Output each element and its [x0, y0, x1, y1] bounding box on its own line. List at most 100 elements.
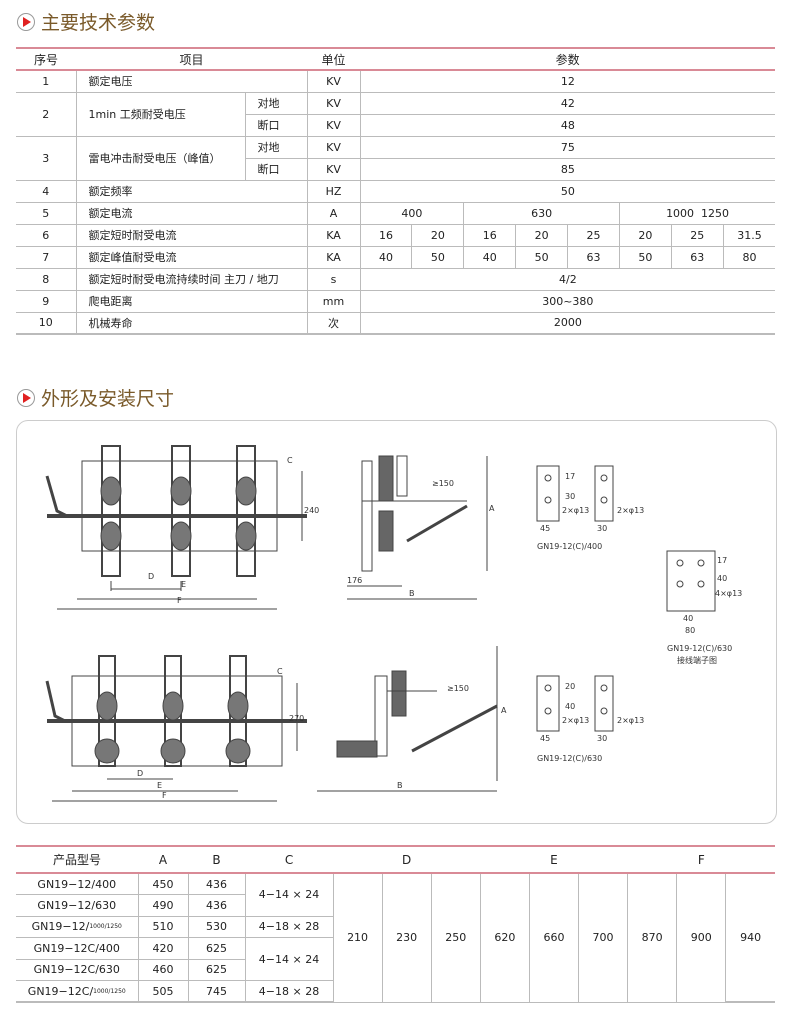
table-cell: 450	[137, 872, 189, 895]
text-label: 30	[597, 734, 607, 743]
table-cell: 20	[411, 223, 465, 247]
table-cell: 50	[515, 245, 569, 269]
col-header: 序号	[16, 47, 76, 71]
text-label: E	[181, 580, 186, 589]
table-cell: 48	[359, 113, 776, 137]
table-cell: 额定电压	[75, 69, 308, 93]
table-cell: 额定电流	[75, 201, 308, 225]
table-cell: 2000	[359, 311, 776, 335]
table-cell: 436	[187, 872, 246, 895]
table-cell: 436	[187, 894, 246, 917]
table-cell: 3	[16, 135, 77, 181]
text-label: ≥150	[432, 479, 454, 488]
table-cell: GN19−12C/1000/1250	[16, 980, 139, 1003]
table-cell: 490	[137, 894, 189, 917]
table-cell: 50	[359, 179, 776, 203]
text-label: 40	[683, 614, 693, 623]
text-label: A	[489, 504, 495, 513]
table-cell: 50	[618, 245, 672, 269]
table-cell: 4/2	[359, 267, 776, 291]
text-label: GN19−12/	[31, 920, 90, 934]
table-cell: 300~380	[359, 289, 776, 313]
text-label: 40	[717, 574, 727, 583]
table-cell: 625	[187, 937, 246, 960]
table-cell: 20	[515, 223, 569, 247]
text-label: 1000/1250	[93, 987, 126, 995]
table-cell: 63	[670, 245, 724, 269]
table-cell: 745	[187, 980, 246, 1003]
table-cell: 1000 1250	[618, 201, 776, 225]
text-label: GN19-12(C)/630	[667, 644, 732, 653]
table-cell: 额定频率	[75, 179, 308, 203]
table-cell: 210	[332, 872, 383, 1003]
table-cell: 510	[137, 915, 189, 938]
section-title-dimensions: 外形及安装尺寸	[17, 384, 174, 411]
table-cell: A	[306, 201, 361, 225]
text-label: 30	[597, 524, 607, 533]
text-label: F	[162, 791, 167, 800]
table-cell: 660	[528, 872, 580, 1003]
text-label: 2×φ13	[562, 506, 589, 515]
text-label: 接线端子图	[677, 655, 717, 665]
text-label: 1000/1250	[89, 923, 122, 931]
table-cell: 产品型号	[16, 845, 139, 874]
table-cell: 20	[618, 223, 672, 247]
table-cell: 630	[463, 201, 620, 225]
table-cell: A	[138, 845, 189, 874]
table-cell: 16	[463, 223, 517, 247]
table-cell: 对地	[244, 135, 308, 159]
table-cell: 2	[16, 91, 77, 137]
table-cell: 额定峰值耐受电流	[75, 245, 308, 269]
table-cell: 断口	[245, 157, 308, 181]
text-label: 17	[565, 472, 575, 481]
table-cell: C	[245, 845, 334, 874]
text-label: 270	[289, 714, 304, 723]
text-label: 45	[540, 734, 550, 743]
text-label: B	[409, 589, 415, 598]
text-label: 2×φ13	[617, 716, 644, 725]
table-cell: GN19−12/630	[16, 894, 139, 917]
table-cell: 4−14 × 24	[244, 872, 334, 917]
table-cell: 700	[577, 872, 629, 1003]
table-cell: 爬电距离	[75, 289, 308, 313]
table-cell: GN19−12/1000/1250	[16, 915, 139, 938]
table-cell: 250	[430, 872, 481, 1003]
front-view-top	[45, 445, 307, 610]
table-cell: GN19−12C/630	[16, 958, 139, 981]
text-label: B	[397, 781, 403, 790]
table-cell: 530	[187, 915, 246, 938]
table-cell: 460	[137, 958, 189, 981]
table-cell: 870	[627, 872, 678, 1003]
text-label: A	[501, 706, 507, 715]
table-cell: 5	[16, 201, 77, 225]
text-label: 2×φ13	[617, 506, 644, 515]
table-cell: 9	[16, 289, 77, 313]
side-view-bottom	[317, 646, 498, 792]
text-label: 2×φ13	[562, 716, 589, 725]
table-cell: 940	[725, 872, 775, 1003]
table-cell: 400	[359, 201, 465, 225]
table-cell: 85	[359, 157, 776, 181]
table-cell: KV	[306, 157, 361, 181]
table-cell: E	[480, 845, 628, 874]
table-cell: HZ	[306, 179, 361, 203]
text-label: 40	[565, 702, 575, 711]
table-cell: 1	[16, 69, 77, 93]
table-cell: 900	[676, 872, 727, 1003]
table-cell: KV	[306, 113, 361, 137]
table-cell: KV	[306, 91, 361, 115]
table-cell: 420	[137, 937, 189, 960]
table-cell: KA	[306, 223, 361, 247]
table-cell: GN19−12/400	[16, 872, 139, 895]
table-cell: 7	[16, 245, 77, 269]
table-cell: 620	[479, 872, 530, 1003]
